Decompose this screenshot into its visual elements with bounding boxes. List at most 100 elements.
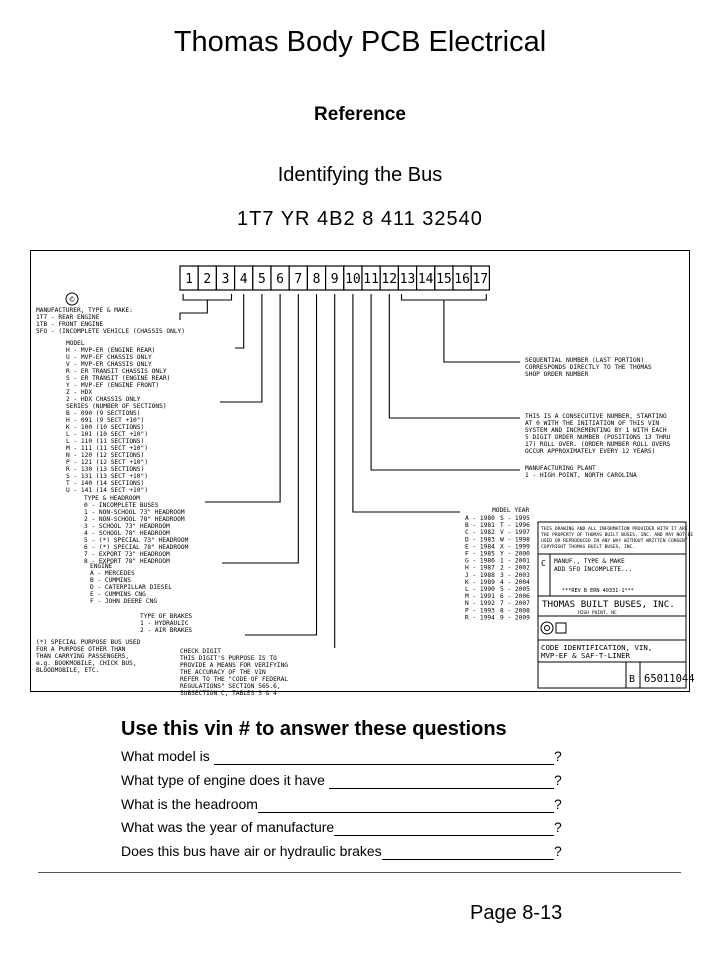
brakes-text: TYPE OF BRAKES — [140, 613, 192, 620]
series-text: K - 100 (10 SECTIONS) — [66, 424, 144, 431]
headroom-text: 8 - EXPORT 78" HEADROOM — [84, 558, 170, 565]
drawing-title: MVP-EF & SAF-T-LINER — [541, 651, 631, 660]
model-year-entry: 3 - 2003 — [500, 572, 530, 579]
model-year-entry: P - 1993 — [465, 607, 495, 614]
model-text: S - ER TRANSIT (ENGINE REAR) — [66, 375, 170, 382]
question-mark: ? — [554, 748, 562, 764]
model-text: 2 - HDX CHASSIS ONLY — [66, 396, 141, 403]
answer-blank[interactable] — [334, 819, 554, 836]
leader-sequential — [443, 305, 520, 363]
leader-plant — [370, 294, 520, 471]
title-block: THIS DRAWING AND ALL INFORMATION PROVIDE… — [537, 521, 695, 689]
model-year-entry: S - 1995 — [500, 515, 530, 522]
title-block-notice: USED OR REPRODUCED IN ANY WAY WITHOUT WR… — [541, 538, 690, 544]
answer-blank[interactable] — [328, 772, 554, 789]
vin-box-number: 8 — [313, 272, 321, 287]
plant-text: MANUFACTURING PLANT — [525, 465, 596, 472]
headroom-text: 1 - NON-SCHOOL 73" HEADROOM — [84, 509, 185, 516]
model-year-entry: 5 - 2005 — [500, 586, 530, 593]
model-year-entry: E - 1984 — [465, 543, 495, 550]
sequential-text: SHOP ORDER NUMBER — [525, 371, 589, 378]
question-mark: ? — [554, 819, 562, 835]
engine-text: E - CUMMINS CNG — [90, 591, 146, 598]
question-text: What is the headroom — [121, 796, 258, 812]
question-mark: ? — [554, 772, 562, 788]
answer-blank[interactable] — [257, 796, 554, 813]
series-text: SERIES (NUMBER OF SECTIONS) — [66, 403, 167, 410]
company-location: HIGH POINT, NC — [578, 610, 617, 616]
vin-box-number: 7 — [294, 272, 302, 287]
subtitle: Identifying the Bus — [277, 164, 443, 186]
headroom-text: 0 - INCOMPLETE BUSES — [84, 502, 159, 509]
revision-letter: C — [541, 559, 546, 568]
consecutive-text: AT 0 WITH THE INITIATION OF THIS VIN — [525, 420, 659, 427]
copyright-mark: © — [70, 295, 75, 304]
projection-symbol — [555, 622, 567, 634]
model-year-entry: L - 1990 — [465, 586, 495, 593]
projection-symbol — [544, 625, 550, 631]
vin-box-number: 5 — [258, 272, 266, 287]
series-text: P - 121 (12 SECT +10") — [66, 459, 148, 466]
vin-box-number: 2 — [203, 272, 211, 287]
model-year-entry: 2 - 2002 — [500, 565, 530, 572]
answer-blank[interactable] — [381, 843, 554, 860]
leader-engine — [222, 294, 299, 564]
title-block-notice: THIS DRAWING AND ALL INFORMATION PROVIDE… — [541, 526, 688, 532]
consecutive-text: THIS IS A CONSECUTIVE NUMBER, STARTING — [525, 413, 667, 420]
vin-number: 1T7 YR 4B2 8 411 32540 — [237, 208, 483, 230]
special-purpose-note: BLOODMOBILE, ETC. — [36, 667, 99, 674]
model-year-entry: 1 - 2001 — [500, 558, 530, 565]
model-year-entry: M - 1991 — [465, 593, 495, 600]
model-year-entry: W - 1998 — [500, 536, 530, 543]
sequential-text: CORRESPONDS DIRECTLY TO THE THOMAS — [525, 364, 652, 371]
leader-manufacturer — [179, 305, 208, 320]
engine-text: B - CUMMINS — [90, 577, 131, 584]
manufacturer-text: 1TB - FRONT ENGINE — [36, 321, 103, 328]
model-year-entry: 7 - 2007 — [500, 600, 530, 607]
question-mark: ? — [554, 843, 562, 859]
model-year-entry: 6 - 2006 — [500, 593, 530, 600]
diagram-labels: ©MANUFACTURER, TYPE & MAKE:1T7 - REAR EN… — [36, 292, 671, 697]
manufacturer-text: 5FO - (INCOMPLETE VEHICLE (CHASSIS ONLY) — [36, 328, 185, 335]
vin-box-number: 10 — [345, 272, 361, 287]
series-text: R - 130 (13 SECTIONS) — [66, 466, 144, 473]
special-purpose-note: THAN CARRYING PASSENGERS, — [36, 653, 129, 660]
model-text: V - MVP-ER CHASSIS ONLY — [66, 361, 152, 368]
model-year-entry: A - 1980 — [465, 515, 495, 522]
answer-blank[interactable] — [213, 748, 554, 765]
sequential-text: SEQUENTIAL NUMBER (LAST PORTION) — [525, 357, 644, 364]
vin-box — [470, 265, 491, 291]
headroom-text: 7 - EXPORT 73" HEADROOM — [84, 551, 170, 558]
check-digit-text: SUBSECTION C, TABLES 3 & 4 — [180, 690, 277, 697]
series-text: L - 110 (11 SECTIONS) — [66, 438, 144, 445]
model-year-entry: X - 1999 — [500, 543, 530, 550]
plant-text: 1 - HIGH POINT, NORTH CAROLINA — [525, 472, 637, 479]
question-mark: ? — [554, 796, 562, 812]
diagram-leader-lines — [179, 294, 520, 648]
model-text: Y - MVP-EF (ENGINE FRONT) — [66, 382, 159, 389]
engine-text: F - JOHN DEERE CNG — [90, 598, 157, 605]
series-text: S - 131 (13 SECT +10") — [66, 473, 148, 480]
engine-text: D - CATERPILLAR DIESEL — [90, 584, 172, 591]
vin-box-number: 13 — [400, 272, 416, 287]
series-text: T - 140 (14 SECTIONS) — [66, 480, 144, 487]
model-year-entry: T - 1996 — [500, 522, 530, 529]
model-year-entry: 8 - 2008 — [500, 607, 530, 614]
brakes-text: 2 - AIR BRAKES — [140, 627, 192, 634]
model-year-entry: R - 1994 — [465, 614, 495, 621]
headroom-text: TYPE & HEADROOM — [84, 495, 140, 502]
section-label: Reference — [314, 104, 406, 125]
title-block-frame — [537, 521, 687, 689]
model-year-entry: 9 - 2009 — [500, 614, 530, 621]
headroom-text: 6 - (*) SPECIAL 78" HEADROOM — [84, 544, 189, 551]
question-row: What was the year of manufacture ? — [121, 819, 562, 836]
manufacturer-text: MANUFACTURER, TYPE & MAKE: — [36, 307, 133, 314]
model-year-entry: F - 1985 — [465, 551, 495, 558]
consecutive-text: 17) ROLL OVER. (ORDER NUMBER ROLL OVERS — [525, 441, 671, 448]
engine-text: A - MERCEDES — [90, 570, 135, 577]
model-text: Z - HDX — [66, 389, 92, 396]
headroom-text: 2 - NON-SCHOOL 78" HEADROOM — [84, 516, 185, 523]
check-digit-text: THIS DIGIT'S PURPOSE IS TO — [180, 655, 277, 662]
leader-brakes — [245, 294, 318, 636]
drawing-title: CODE IDENTIFICATION, VIN, — [541, 643, 652, 652]
